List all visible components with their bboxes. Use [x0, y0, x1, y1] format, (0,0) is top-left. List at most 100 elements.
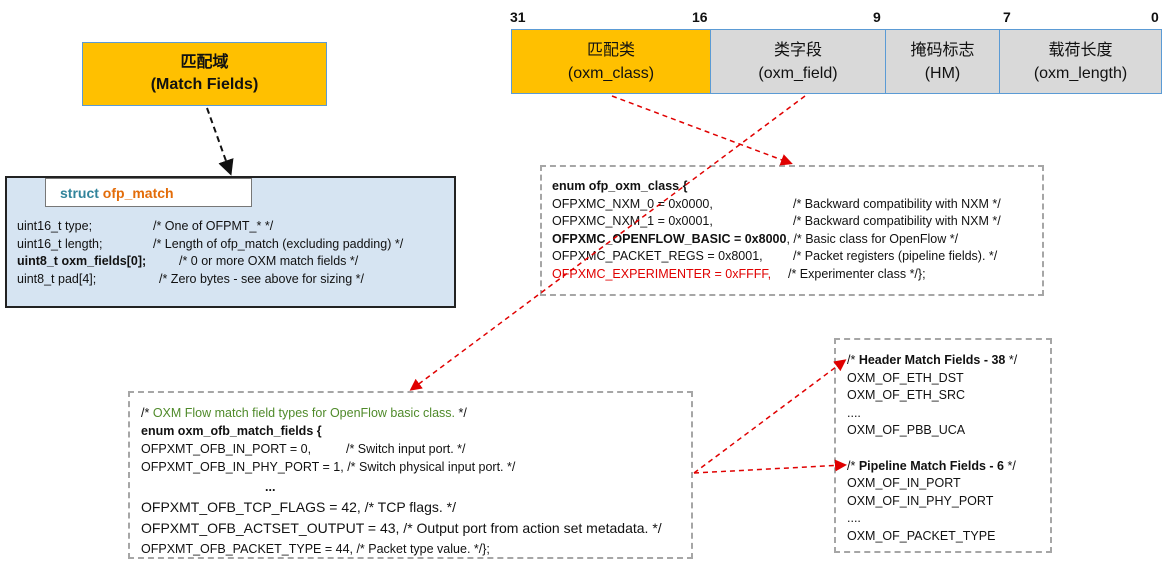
enum-line: OFPXMC_PACKET_REGS = 0x8001, /* Packet r…	[552, 248, 1042, 266]
enum-comment: /* Packet registers (pipeline fields). *…	[793, 249, 998, 263]
header-item: ....	[847, 405, 861, 420]
enum-code: OFPXMC_OPENFLOW_BASIC = 0x8000	[552, 231, 787, 246]
enum-comment: /* Backward compatibility with NXM */	[793, 214, 1001, 228]
oxm-length-en: (oxm_length)	[1033, 64, 1128, 82]
bit-9-label: 9	[873, 9, 881, 25]
match-code: OFPXMT_OFB_TCP_FLAGS = 42, /* TCP flags.…	[141, 499, 456, 515]
header-title-bold: Header Match Fields - 38	[858, 353, 1006, 367]
pipeline-item: ....	[847, 511, 861, 525]
header-title-line: /* Header Match Fields - 38 */	[847, 352, 1047, 370]
pipeline-title-close: */	[1004, 458, 1016, 473]
match-code: OFPXMT_OFB_PACKET_TYPE = 44, /* Packet t…	[141, 542, 490, 556]
oxm-hm-en: (HM)	[924, 64, 961, 82]
bit-0-label: 0	[1151, 9, 1159, 25]
match-comment-line: /* OXM Flow match field types for OpenFl…	[141, 404, 686, 422]
header-match-fields-text: /* Header Match Fields - 38 */ OXM_OF_ET…	[847, 352, 1047, 545]
pipeline-title-line: /* Pipeline Match Fields - 6 */	[847, 458, 1047, 476]
pipeline-item: OXM_OF_IN_PORT	[847, 476, 961, 490]
match-comment-text: OXM Flow match field types for OpenFlow …	[152, 406, 455, 420]
match-line: OFPXMT_OFB_IN_PORT = 0, /* Switch input …	[141, 440, 686, 458]
header-item: OXM_OF_PBB_UCA	[847, 423, 966, 437]
header-item: OXM_OF_ETH_SRC	[847, 388, 966, 402]
oxm-hm-cn: 掩码标志	[910, 41, 975, 59]
match-ellipsis-line: ...	[141, 476, 686, 498]
enum-line: OFPXMC_EXPERIMENTER = 0xFFFF, /* Experim…	[552, 266, 1042, 284]
enum-line: OFPXMC_OPENFLOW_BASIC = 0x8000, /* Basic…	[552, 231, 1042, 249]
match-line: OFPXMT_OFB_TCP_FLAGS = 42, /* TCP flags.…	[141, 498, 686, 519]
arrow-enum-to-pipeline	[693, 459, 847, 474]
arrow-field-to-match-enum	[409, 95, 806, 391]
enum-comment: /* Experimenter class */};	[788, 266, 926, 281]
header-item: OXM_OF_ETH_DST	[847, 370, 964, 385]
struct-field-type: uint16_t type; /* One of OFPMT_* */	[17, 218, 453, 236]
match-code: OFPXMT_OFB_ACTSET_OUTPUT = 43, /* Output…	[141, 520, 662, 536]
match-fields-en: (Match Fields)	[150, 76, 259, 93]
struct-field-comment: /* Length of ofp_match (excluding paddin…	[153, 236, 404, 251]
oxm-header-row: 匹配类 (oxm_class) 类字段 (oxm_field) 掩码标志 (HM…	[511, 29, 1162, 94]
match-fields-cn: 匹配域	[180, 54, 229, 71]
struct-field-code: uint16_t length;	[17, 236, 103, 251]
struct-keyword: struct	[60, 185, 99, 201]
struct-field-pad: uint8_t pad[4]; /* Zero bytes - see abov…	[17, 271, 453, 289]
struct-title-tab: struct ofp_match	[45, 178, 252, 207]
enum-class-title: enum ofp_oxm_class {	[552, 179, 688, 193]
oxm-class-en: (oxm_class)	[567, 64, 655, 82]
enum-code: OFPXMC_NXM_1 = 0x0001,	[552, 214, 713, 228]
header-title-close: */	[1005, 353, 1018, 367]
match-line: OFPXMT_OFB_ACTSET_OUTPUT = 43, /* Output…	[141, 519, 686, 540]
enum-match-fields-box	[128, 391, 693, 559]
pipeline-title-bold: Pipeline Match Fields - 6	[858, 458, 1004, 473]
match-title-line: enum oxm_ofb_match_fields {	[141, 422, 686, 440]
struct-field-oxm-fields: uint8_t oxm_fields[0]; /* 0 or more OXM …	[17, 253, 453, 271]
oxm-field-cn: 类字段	[773, 41, 822, 59]
pipeline-item: OXM_OF_PACKET_TYPE	[847, 528, 996, 543]
match-comment: /* Switch input port. */	[346, 442, 466, 456]
match-code: OFPXMT_OFB_IN_PHY_PORT = 1, /* Switch ph…	[141, 460, 516, 474]
struct-field-comment: /* 0 or more OXM match fields */	[179, 254, 359, 268]
struct-field-comment: /* One of OFPMT_* */	[153, 219, 274, 233]
header-match-fields-box	[834, 338, 1052, 553]
bit-7-label: 7	[1003, 9, 1011, 25]
match-comment-open: /*	[141, 406, 153, 420]
match-code: OFPXMT_OFB_IN_PORT = 0,	[141, 442, 312, 456]
match-fields-box: 匹配域 (Match Fields)	[82, 42, 327, 106]
struct-field-code: uint16_t type;	[17, 219, 93, 233]
enum-title-line: enum ofp_oxm_class {	[552, 178, 1042, 196]
arrow-enum-to-header	[693, 359, 847, 474]
match-enum-title: enum oxm_ofb_match_fields {	[141, 424, 322, 438]
enum-match-fields-text: /* OXM Flow match field types for OpenFl…	[141, 404, 686, 558]
header-title-open: /*	[847, 353, 859, 367]
enum-line: OFPXMC_NXM_1 = 0x0001, /* Backward compa…	[552, 213, 1042, 231]
struct-name: ofp_match	[102, 185, 174, 201]
match-line: OFPXMT_OFB_PACKET_TYPE = 44, /* Packet t…	[141, 540, 686, 558]
arrow-class-to-enum	[611, 95, 793, 166]
struct-field-code: uint8_t oxm_fields[0];	[17, 254, 147, 268]
enum-oxm-class-text: enum ofp_oxm_class { OFPXMC_NXM_0 = 0x00…	[552, 178, 1042, 283]
oxm-class-cn: 匹配类	[586, 41, 635, 59]
arrow-match-to-struct	[206, 107, 234, 176]
match-ellipsis: ...	[265, 480, 276, 494]
enum-code-experimenter: OFPXMC_EXPERIMENTER = 0xFFFF,	[552, 266, 772, 281]
struct-field-length: uint16_t length; /* Length of ofp_match …	[17, 236, 453, 254]
enum-comment: /* Backward compatibility with NXM */	[793, 196, 1001, 211]
enum-code: OFPXMC_NXM_0 = 0x0000,	[552, 196, 713, 211]
oxm-hm-field: 掩码标志 (HM)	[886, 30, 1000, 93]
oxm-field-field: 类字段 (oxm_field)	[711, 30, 886, 93]
enum-line: OFPXMC_NXM_0 = 0x0000, /* Backward compa…	[552, 196, 1042, 214]
bit-31-label: 31	[510, 9, 526, 25]
match-line: OFPXMT_OFB_IN_PHY_PORT = 1, /* Switch ph…	[141, 458, 686, 476]
enum-comment: , /* Basic class for OpenFlow */	[786, 231, 959, 246]
struct-field-comment: /* Zero bytes - see above for sizing */	[159, 271, 364, 286]
enum-code: OFPXMC_PACKET_REGS = 0x8001,	[552, 249, 763, 263]
match-comment-close: */	[455, 406, 467, 420]
bit-16-label: 16	[692, 9, 708, 25]
oxm-field-en: (oxm_field)	[758, 64, 838, 82]
struct-fields: uint16_t type; /* One of OFPMT_* */ uint…	[17, 218, 453, 288]
oxm-class-field: 匹配类 (oxm_class)	[512, 30, 711, 93]
oxm-length-field: 载荷长度 (oxm_length)	[1000, 30, 1161, 93]
pipeline-title-open: /*	[847, 458, 859, 473]
struct-field-code: uint8_t pad[4];	[17, 271, 97, 286]
pipeline-item: OXM_OF_IN_PHY_PORT	[847, 493, 994, 508]
oxm-length-cn: 载荷长度	[1048, 41, 1113, 59]
